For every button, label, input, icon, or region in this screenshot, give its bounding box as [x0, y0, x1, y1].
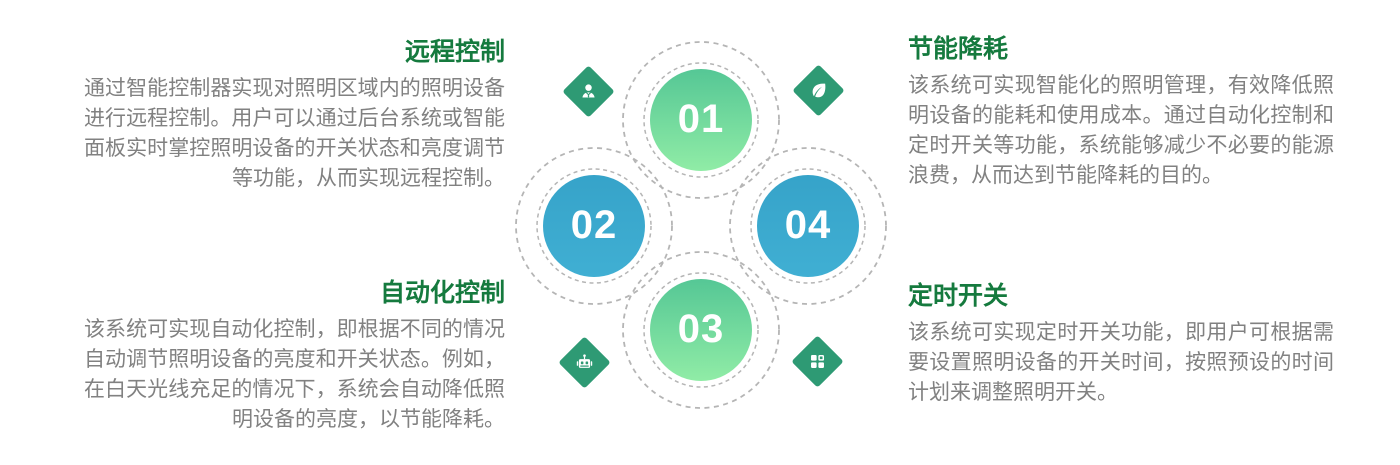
- diagram-node-03: 03: [650, 279, 752, 381]
- diagram-node-02: 02: [543, 175, 645, 277]
- node-number: 04: [784, 202, 832, 247]
- section-remote-control: 远程控制 通过智能控制器实现对照明区域内的照明设备进行远程控制。用户可以通过后台…: [84, 36, 505, 194]
- diagram-node-04: 04: [757, 175, 859, 277]
- section-energy-saving: 节能降耗 该系统可实现智能化的照明管理，有效降低照明设备的能耗和使用成本。通过自…: [908, 33, 1334, 191]
- section-body: 该系统可实现智能化的照明管理，有效降低照明设备的能耗和使用成本。通过自动化控制和…: [908, 74, 1334, 187]
- section-title: 远程控制: [404, 38, 505, 66]
- dashed-rings: [515, 41, 887, 409]
- node-number: 01: [677, 96, 725, 141]
- section-title: 定时开关: [908, 282, 1009, 310]
- section-timer-switch: 定时开关 该系统可实现定时开关功能，即用户可根据需要设置照明设备的开关时间，按照…: [908, 280, 1334, 408]
- robot-icon: [576, 354, 593, 368]
- clover-diagram: 01 02 03 04: [500, 10, 900, 450]
- node-number: 03: [677, 306, 725, 351]
- diamond-robot: [558, 336, 611, 389]
- section-body: 通过智能控制器实现对照明区域内的照明设备进行远程控制。用户可以通过后台系统或智能…: [84, 77, 505, 190]
- section-body: 该系统可实现自动化控制，即根据不同的情况自动调节照明设备的亮度和开关状态。例如，…: [84, 318, 505, 431]
- diamond-user: [562, 65, 615, 118]
- section-title: 自动化控制: [379, 279, 505, 307]
- diagram-node-01: 01: [650, 69, 752, 171]
- diamond-grid: [791, 335, 844, 388]
- leaf-icon: [812, 83, 826, 98]
- section-auto-control: 自动化控制 该系统可实现自动化控制，即根据不同的情况自动调节照明设备的亮度和开关…: [84, 277, 505, 435]
- grid-icon: [811, 354, 825, 368]
- diamond-leaf: [792, 64, 845, 117]
- section-body: 该系统可实现定时开关功能，即用户可根据需要设置照明设备的开关时间，按照预设的时间…: [908, 321, 1334, 404]
- user-icon: [582, 84, 595, 98]
- section-title: 节能降耗: [908, 35, 1009, 63]
- node-number: 02: [570, 202, 618, 247]
